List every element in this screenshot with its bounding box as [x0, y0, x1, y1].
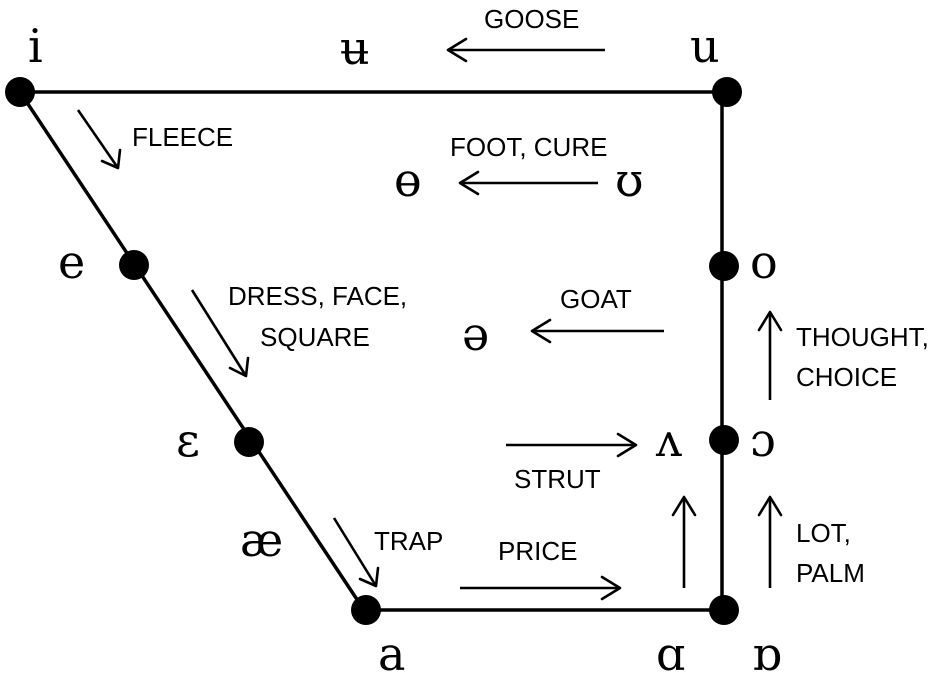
label-foot-cure: FOOT, CURE: [450, 132, 607, 162]
arrow-price: [460, 575, 622, 601]
arrow-goose: [446, 37, 605, 63]
arrow-strut: [506, 432, 638, 458]
arrow-trap: [332, 517, 380, 588]
dot-u: [712, 77, 742, 107]
label-dress-face-line2: SQUARE: [260, 322, 370, 352]
symbol-turned-alpha: ɒ: [752, 627, 781, 679]
label-thought-line1: THOUGHT,: [796, 322, 929, 352]
symbol-u-bar: ʉ: [340, 21, 370, 75]
label-thought-line2: CHOICE: [796, 362, 897, 392]
symbol-u: u: [690, 19, 720, 73]
dot-i: [5, 77, 35, 107]
arrow-up-lot: [757, 495, 783, 588]
symbol-upsilon: ʊ: [615, 153, 644, 207]
dot-alpha: [709, 595, 739, 625]
symbol-ae: æ: [240, 513, 283, 567]
arrow-up-alpha: [671, 495, 697, 588]
symbol-wedge: ʌ: [655, 413, 682, 467]
left-edge: [18, 91, 366, 611]
symbol-e: e: [58, 235, 85, 289]
label-strut: STRUT: [514, 464, 601, 494]
label-goat: GOAT: [560, 284, 632, 314]
label-trap: TRAP: [374, 526, 443, 556]
arrow-goat: [530, 318, 664, 344]
symbol-epsilon: ɛ: [176, 413, 200, 467]
symbol-a: a: [378, 627, 405, 679]
label-lot-line2: PALM: [796, 558, 865, 588]
symbol-open-o: ɔ: [750, 413, 776, 467]
symbol-i: i: [28, 19, 43, 73]
label-goose: GOOSE: [484, 4, 579, 34]
dot-e: [119, 250, 149, 280]
symbol-alpha: ɑ: [656, 627, 685, 679]
arrow-up-thought: [757, 310, 783, 400]
dot-o: [709, 251, 739, 281]
dot-a: [351, 595, 381, 625]
dot-open-o: [709, 425, 739, 455]
arrow-dress-face: [190, 289, 250, 378]
label-price: PRICE: [498, 536, 577, 566]
arrow-fleece: [76, 109, 122, 170]
symbol-theta: ɵ: [394, 153, 422, 207]
symbol-schwa: ə: [462, 307, 489, 361]
label-lot-line1: LOT,: [796, 518, 851, 548]
symbol-o: o: [750, 235, 778, 289]
dot-epsilon: [234, 427, 264, 457]
label-fleece: FLEECE: [132, 122, 233, 152]
label-dress-face-line1: DRESS, FACE,: [228, 281, 407, 311]
arrow-foot-cure: [458, 170, 598, 196]
